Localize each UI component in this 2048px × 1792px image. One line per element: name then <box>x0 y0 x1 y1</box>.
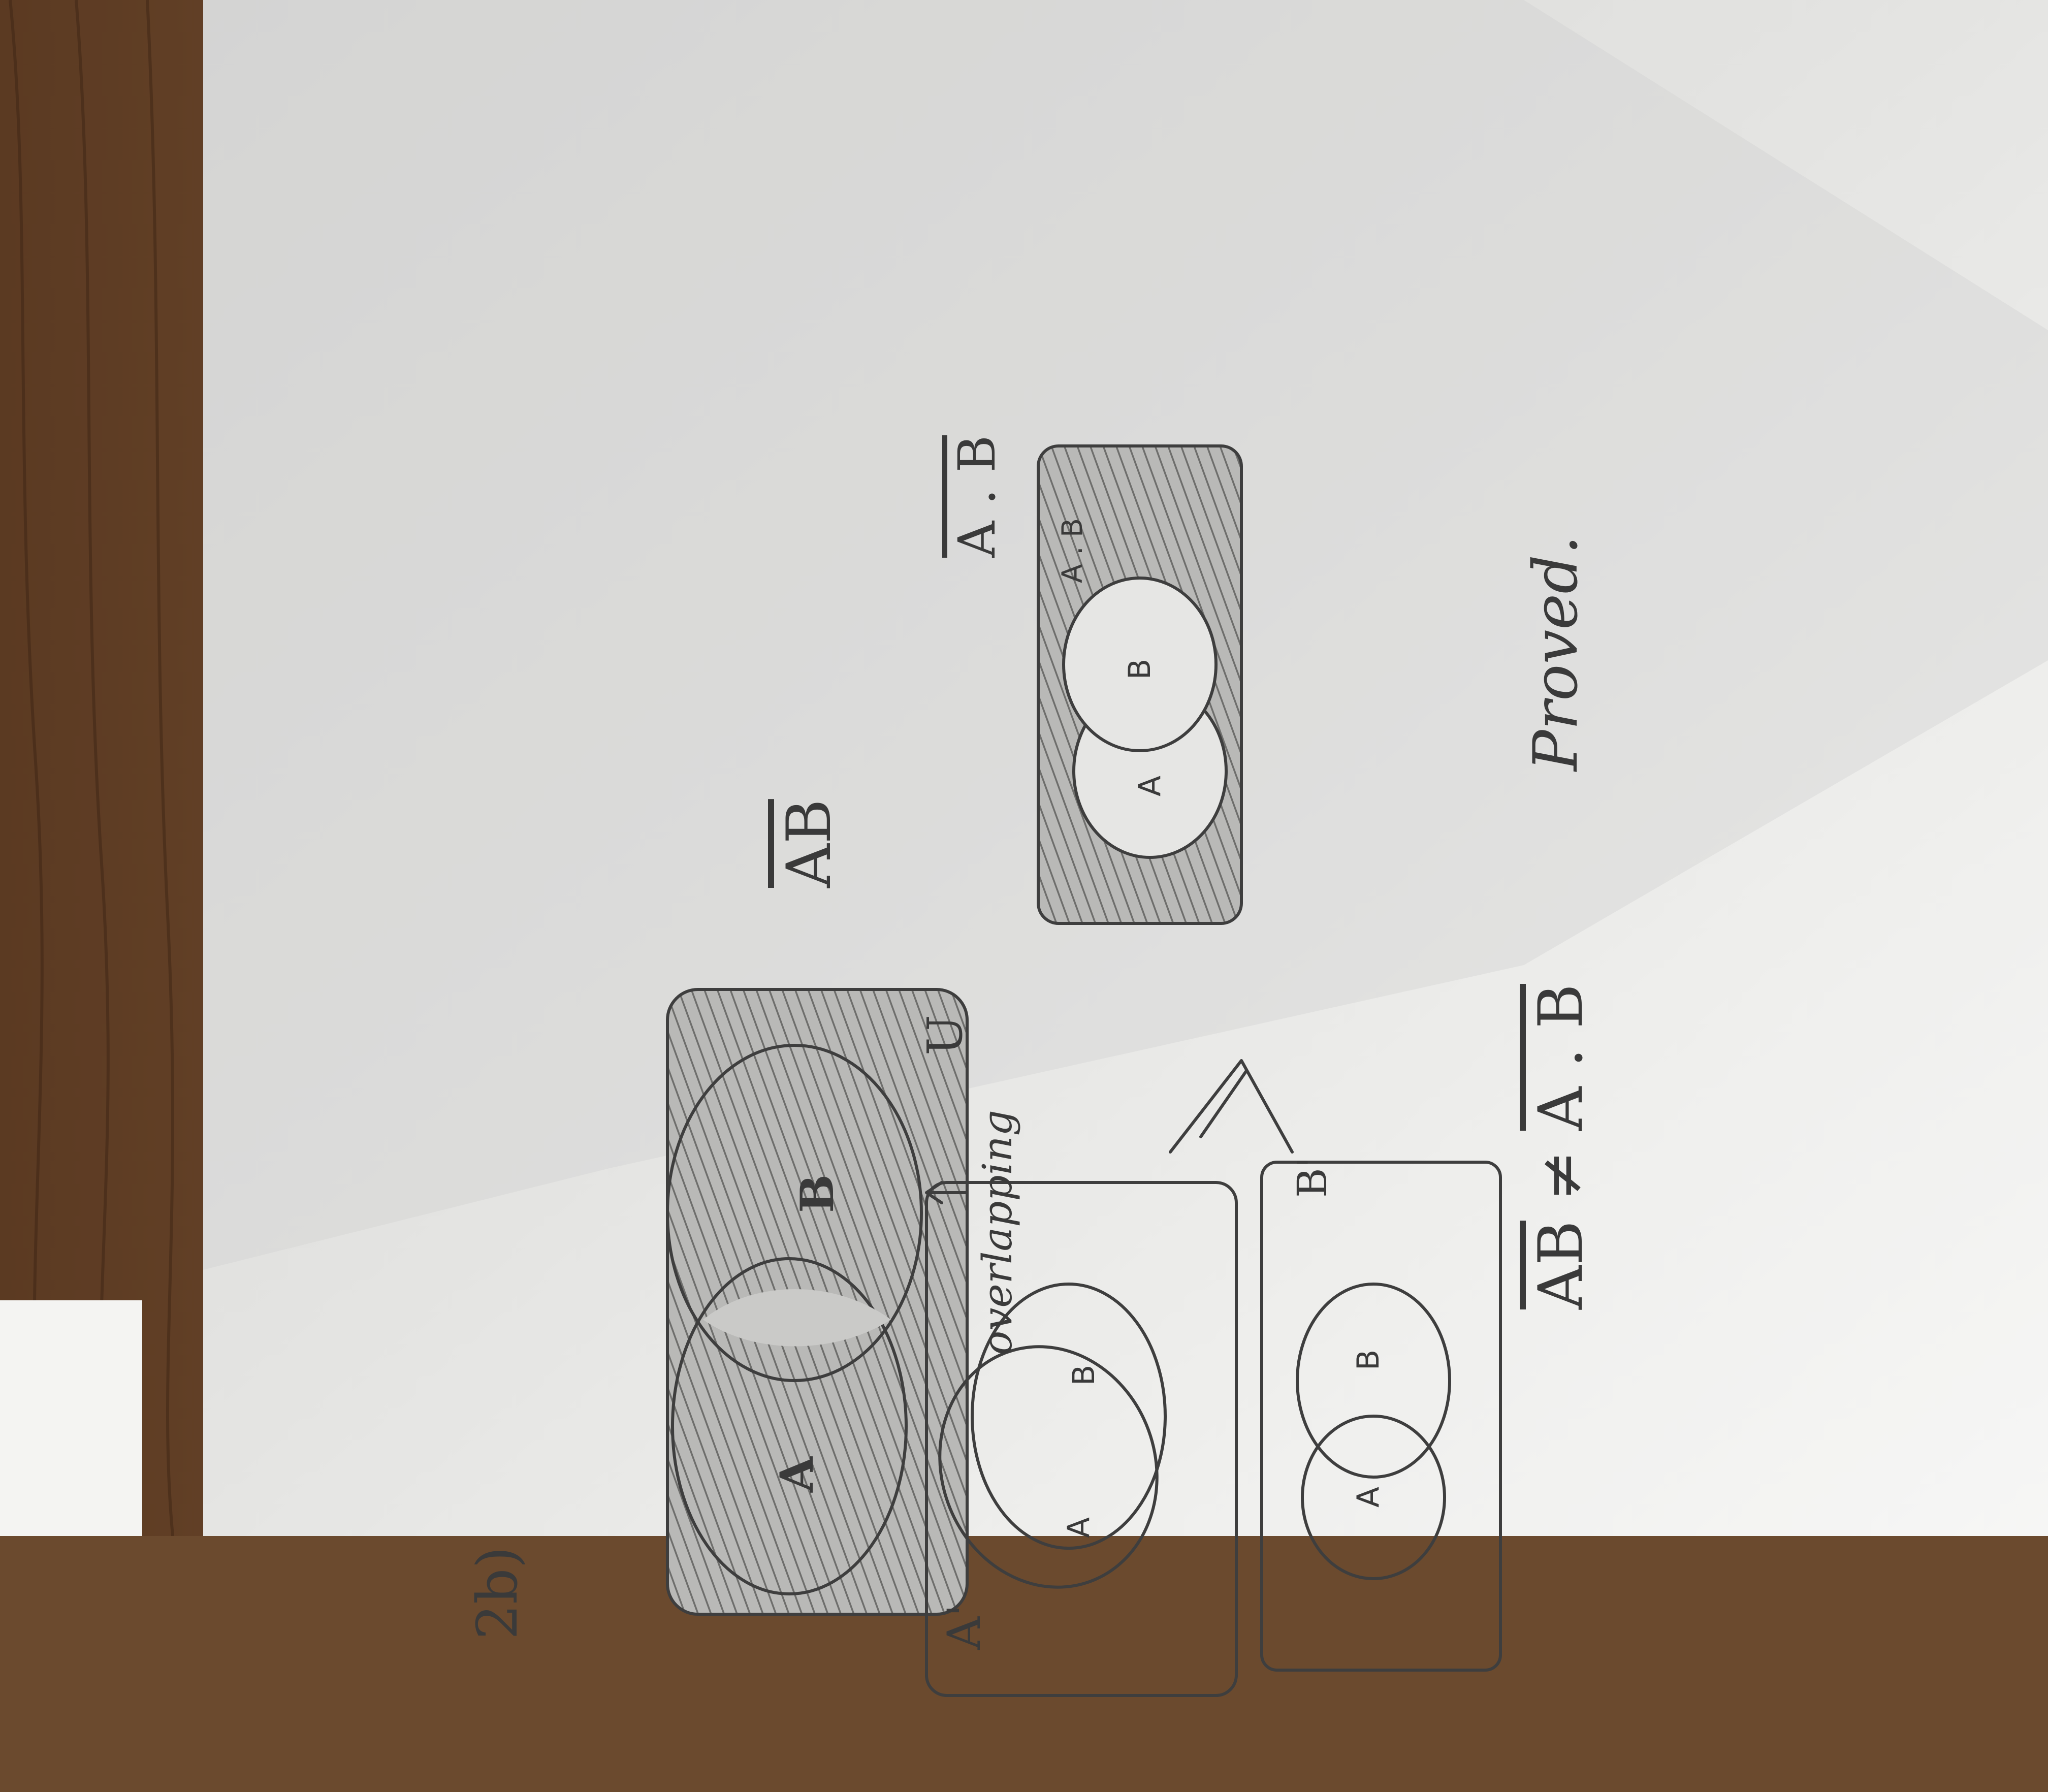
sketch2-title: A' <box>938 1604 991 1650</box>
result-title: A . B <box>947 435 1007 558</box>
conclusion-relation: ≠ <box>1526 1150 1596 1201</box>
sketch3-title: B' <box>1289 1157 1336 1198</box>
conclusion: AB ≠ A . B <box>1526 984 1596 1309</box>
sketch1-overlap <box>703 1289 891 1347</box>
sketch4-label-a: A <box>1132 775 1168 796</box>
conclusion-rhs: A . B <box>1526 984 1596 1131</box>
sketch2-label-b: B <box>1066 1364 1102 1386</box>
title-expression: AB <box>774 799 845 888</box>
page-drawings <box>666 444 1502 1697</box>
sketch4-venn <box>1037 444 1243 925</box>
sketch4-label-b: B <box>1122 658 1158 680</box>
sketch4-circle-b <box>1062 577 1218 752</box>
sketch3-circle-b <box>1296 1283 1451 1479</box>
sketch3-venn <box>1260 1161 1502 1672</box>
paper-scrap <box>0 1300 142 1536</box>
problem-number: 2b) <box>465 1546 530 1640</box>
sketch1-circle-b <box>666 1044 923 1382</box>
sketch4-region-label: A . B <box>1056 518 1089 583</box>
conclusion-lhs: AB <box>1526 1221 1596 1309</box>
sketch1-label-universe: U <box>917 1014 973 1055</box>
proved-text: Proved. <box>1521 535 1591 771</box>
sketch1-label-a: A <box>770 1457 824 1492</box>
sketch1-label-b: B <box>790 1174 844 1213</box>
arrow-mark <box>1169 1059 1294 1154</box>
sketch2-label-a: A <box>1061 1517 1097 1538</box>
notebook-page: 2b) A B U overlapping AB A' A B > B' A B… <box>256 0 1792 1792</box>
sketch1-note: overlapping <box>974 1110 1021 1355</box>
sketch3-label-a: A <box>1351 1486 1386 1508</box>
sketch1-venn <box>666 988 969 1616</box>
sketch3-label-b: B <box>1351 1349 1386 1370</box>
result-title-text: A . B <box>947 435 1007 558</box>
